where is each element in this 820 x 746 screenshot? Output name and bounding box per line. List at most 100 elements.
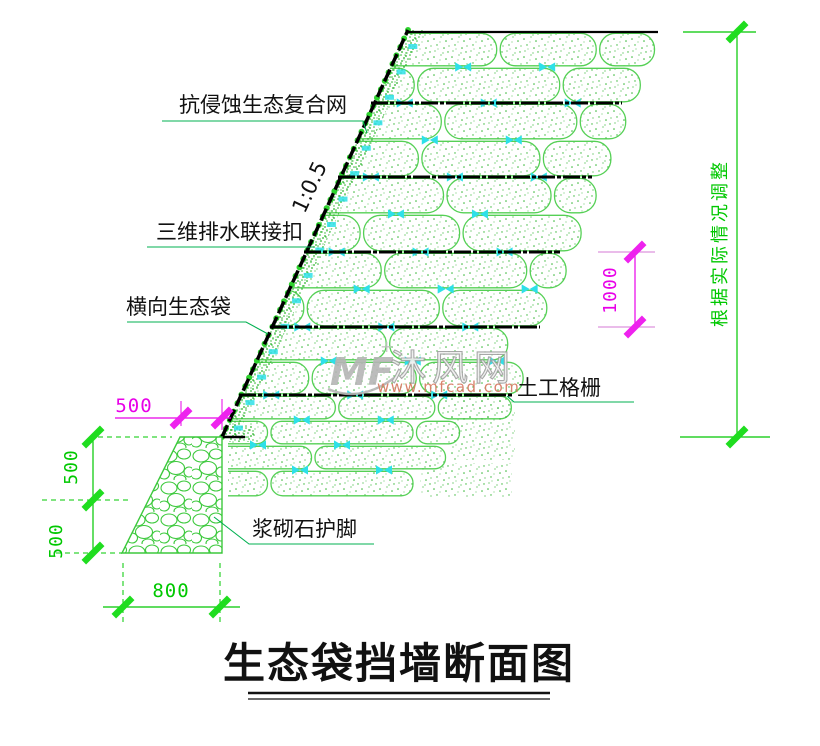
drainage-connector-mark <box>387 209 404 219</box>
dimension-tick <box>725 425 749 449</box>
slope-cyan-patch <box>373 120 383 126</box>
drainage-connector-mark <box>455 62 472 72</box>
drainage-connector-mark <box>404 356 421 366</box>
drawing-title-block: 生态袋挡墙断面图 <box>223 639 575 700</box>
dimension-tick <box>81 488 105 512</box>
ecobag <box>446 177 552 214</box>
slope-cyan-patch <box>303 272 313 278</box>
drainage-connector-mark <box>292 465 308 475</box>
ecobag <box>579 103 627 140</box>
label-stone-footing: 浆砌石护脚 <box>252 517 357 541</box>
slope-cyan-patch <box>396 69 406 75</box>
dim-text-500-upper: 500 <box>61 449 82 485</box>
slope-cyan-patch <box>292 298 301 304</box>
ecobag <box>553 177 597 214</box>
drainage-connector-mark <box>505 135 522 145</box>
geogrid-layers <box>239 101 622 397</box>
drainage-connector-mark <box>320 356 337 366</box>
stone-footing <box>120 436 223 554</box>
ecobag <box>270 420 414 445</box>
ecobag <box>462 214 582 252</box>
footing-cobble-fill <box>122 437 222 553</box>
drainage-connector-mark <box>421 135 438 145</box>
ecobag <box>222 445 313 470</box>
drainage-connector-mark <box>437 284 454 294</box>
leader-geogrid <box>506 395 634 403</box>
dimension-tick <box>208 595 232 619</box>
drainage-connector-mark <box>334 440 350 450</box>
dimension-tick <box>111 595 135 619</box>
ecobag <box>222 470 269 497</box>
dim-text-800: 800 <box>152 580 189 602</box>
watermark-sparkle-icon: + <box>380 337 393 356</box>
dim-text-500-berm: 500 <box>115 395 152 417</box>
label-anti-erosion-net: 抗侵蚀生态复合网 <box>179 93 347 117</box>
slope-cyan-patch <box>350 171 360 177</box>
dim-footing-heights: 500 500 <box>42 425 172 565</box>
slope-cyan-patch <box>385 94 394 100</box>
dimension-tick <box>623 315 647 339</box>
leader-horizontal-ecobag <box>127 321 269 335</box>
slope-cyan-patch <box>361 145 371 151</box>
ecobag <box>499 32 597 67</box>
ecobag <box>562 67 641 103</box>
dimension-tick <box>623 240 647 264</box>
ecobag <box>362 214 461 252</box>
drawing-title: 生态袋挡墙断面图 <box>223 639 575 688</box>
drainage-connector-mark <box>353 284 370 294</box>
drainage-connector-mark <box>250 440 266 450</box>
drainage-connector-mark <box>480 98 497 108</box>
dimension-tick <box>169 406 193 430</box>
dim-text-500-lower: 500 <box>46 523 67 559</box>
dim-footing-width: 800 <box>103 563 240 622</box>
watermark-logo: MF <box>330 350 394 394</box>
dim-berm-width: 500 <box>115 395 234 430</box>
label-horizontal-ecobag: 横向生态袋 <box>126 295 231 319</box>
dim-text-1000: 1000 <box>600 266 621 313</box>
loose-soil-speckle <box>450 400 515 460</box>
loose-soil-speckle <box>420 463 512 497</box>
ecobag <box>270 470 414 497</box>
dimension-tick <box>81 541 105 565</box>
watermark-swoosh <box>327 376 395 396</box>
label-geogrid: 土工格栅 <box>517 376 601 400</box>
slope-cyan-patch <box>233 425 243 431</box>
dim-text-wall-height-note: 根据实际情况调整 <box>710 159 731 327</box>
ecobag <box>306 289 440 327</box>
ecobag <box>442 289 548 327</box>
watermark-url: www.mfcad.com <box>377 378 520 396</box>
drainage-connector-mark <box>376 465 392 475</box>
dimension-tick <box>210 406 234 430</box>
leader-stone-footing <box>213 516 374 545</box>
drainage-connector-mark <box>539 62 556 72</box>
leader-anti-erosion-net <box>162 120 368 134</box>
drainage-connector-mark <box>293 415 310 425</box>
drainage-connector-mark <box>488 356 505 366</box>
watermark-name: 沐风网 <box>390 348 516 389</box>
drainage-connector-mark <box>521 284 538 294</box>
ecobag <box>338 395 436 420</box>
dimension-tick <box>725 20 749 44</box>
slope-cyan-patch <box>326 222 336 227</box>
drainage-connector-mark <box>471 209 488 219</box>
slope-cyan-patch <box>257 374 267 380</box>
label-drainage-connector: 三维排水联接扣 <box>156 220 303 244</box>
drainage-connector-marks <box>250 62 581 475</box>
dim-geogrid-spacing: 1000 <box>598 240 655 339</box>
watermark: MF + 沐风网 www.mfcad.com <box>327 337 520 396</box>
drainage-connector-mark <box>377 415 394 425</box>
slope-face-vegetation-band <box>222 30 423 437</box>
ecobag <box>542 140 612 177</box>
ecobag <box>421 140 541 177</box>
slope-cyan-patch <box>338 196 348 202</box>
ecobag <box>417 67 561 103</box>
slope-cyan-patch <box>315 247 325 253</box>
slope-face-line <box>220 29 410 438</box>
slope-cyan-patch <box>408 44 418 49</box>
slope-cyan-patch <box>245 400 255 406</box>
dimension-tick <box>81 425 105 449</box>
ecobag <box>384 252 528 289</box>
ecobag <box>529 252 567 289</box>
